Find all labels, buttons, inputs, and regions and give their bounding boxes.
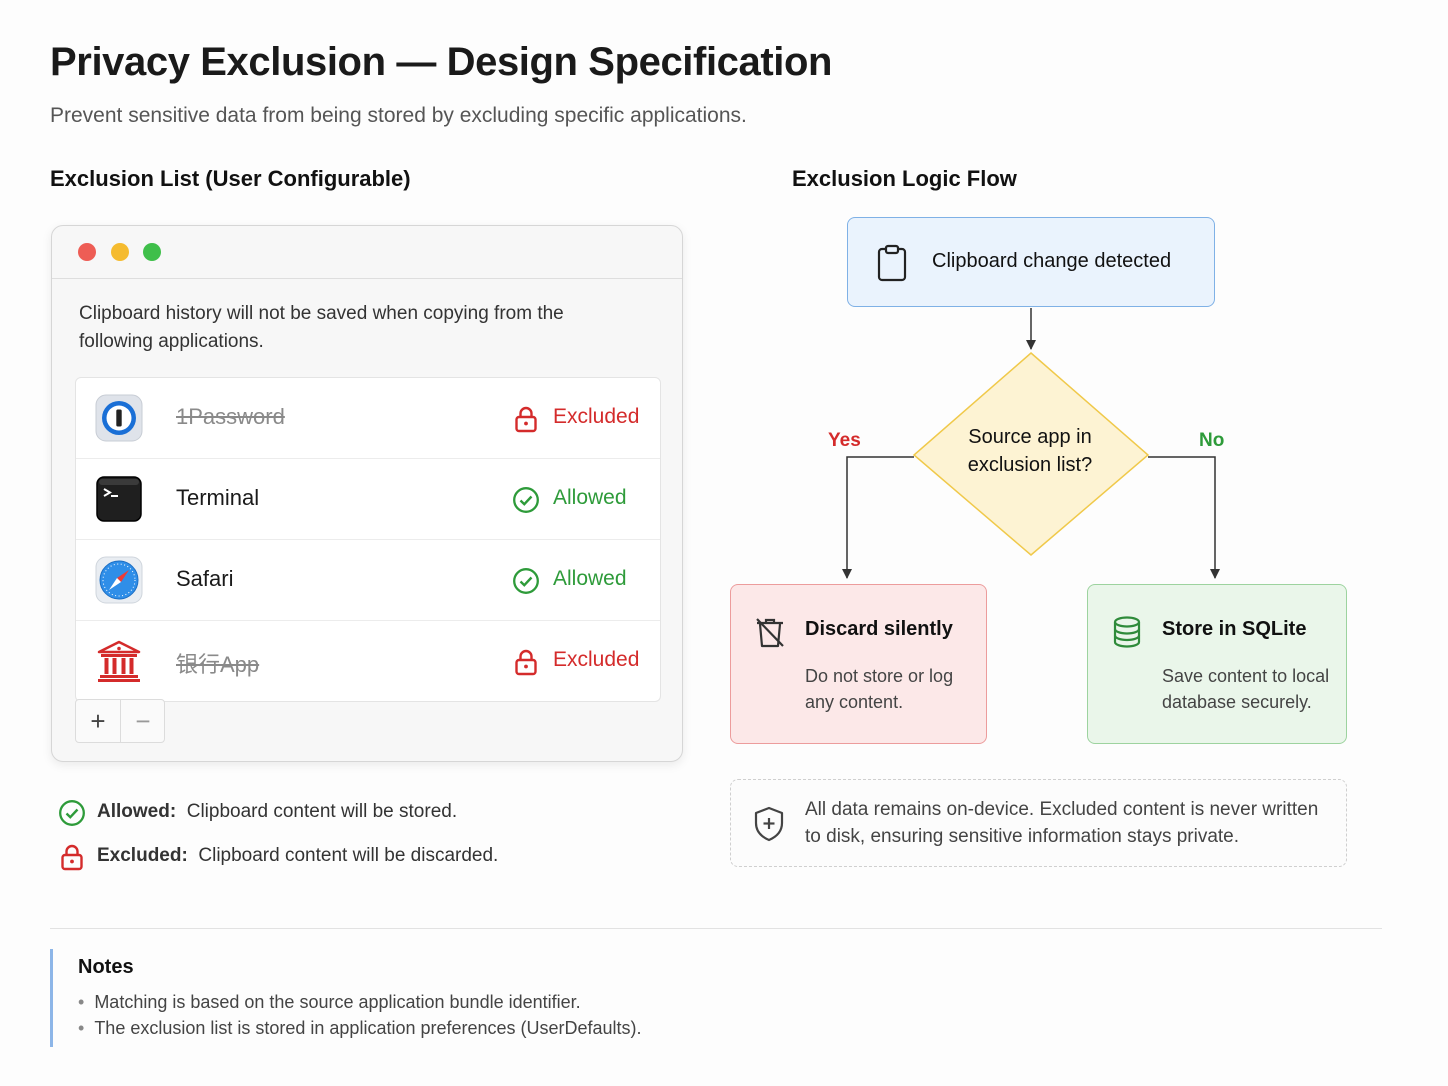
settings-window: Clipboard history will not be saved when…: [51, 225, 683, 762]
lock-icon: [515, 649, 537, 676]
check-circle-icon: [59, 800, 85, 826]
note-item: Matching is based on the source applicat…: [78, 992, 580, 1013]
discard-description: Do not store or log any content.: [805, 666, 954, 712]
app-row-terminal[interactable]: Terminal Allowed: [76, 459, 660, 540]
check-circle-icon: [513, 568, 539, 594]
page-subtitle: Prevent sensitive data from being stored…: [50, 104, 747, 127]
exclusion-list-heading: Exclusion List (User Configurable): [50, 166, 411, 191]
page-title: Privacy Exclusion — Design Specification: [50, 40, 833, 84]
node-store: Store in SQLite Save content to local da…: [1087, 584, 1347, 744]
app-row-safari[interactable]: Safari Allowed: [76, 540, 660, 621]
window-titlebar: [52, 226, 682, 279]
decision-diamond: [912, 352, 1150, 556]
store-description: Save content to local database securely.: [1162, 666, 1330, 712]
legend-allowed-label: Allowed:: [97, 801, 177, 822]
decision-label: Source app in exclusion list?: [967, 426, 1093, 476]
add-remove-controls: + −: [52, 699, 644, 743]
note-item: The exclusion list is stored in applicat…: [78, 1018, 641, 1039]
notes-title: Notes: [78, 956, 134, 978]
exclusion-description: Clipboard history will not be saved when…: [79, 303, 564, 352]
lock-icon: [61, 844, 83, 871]
app-name: Terminal: [176, 485, 260, 510]
legend-allowed-text: Clipboard content will be stored.: [186, 801, 458, 822]
node-discard: Discard silently Do not store or log any…: [730, 584, 987, 744]
arrow-no-to-store: [1148, 456, 1220, 579]
app-list: 1Password Excluded Terminal Allowed: [75, 377, 661, 702]
legend-excluded: Excluded: Clipboard content will be disc…: [58, 843, 658, 871]
add-app-button[interactable]: +: [76, 700, 121, 742]
terminal-icon: [96, 476, 142, 522]
1password-icon: [95, 394, 143, 442]
privacy-note-text: All data remains on-device. Excluded con…: [805, 799, 1319, 847]
yes-label: Yes: [828, 430, 861, 451]
arrow-yes-to-discard: [842, 456, 914, 579]
app-name: 1Password: [176, 404, 285, 429]
minimize-window-button[interactable]: [111, 243, 129, 261]
lock-icon: [515, 406, 537, 433]
legend-allowed: Allowed: Clipboard content will be store…: [58, 799, 658, 827]
clipboard-icon: [877, 244, 907, 282]
section-divider: [50, 928, 1382, 929]
store-title: Store in SQLite: [1162, 618, 1307, 640]
logic-flow-heading: Exclusion Logic Flow: [792, 166, 1017, 191]
shield-icon: [754, 806, 784, 842]
close-window-button[interactable]: [78, 243, 96, 261]
node-clipboard-change: Clipboard change detected: [847, 217, 1215, 307]
status-excluded: Excluded: [553, 405, 640, 428]
safari-icon: [95, 556, 143, 604]
start-node-label: Clipboard change detected: [932, 250, 1172, 272]
check-circle-icon: [513, 487, 539, 513]
remove-app-button[interactable]: −: [135, 706, 151, 736]
app-name: 银行App: [176, 652, 260, 677]
database-icon: [1113, 616, 1141, 648]
app-row-bank[interactable]: 银行App Excluded: [76, 621, 660, 701]
app-row-1password[interactable]: 1Password Excluded: [76, 378, 660, 459]
legend-excluded-text: Clipboard content will be discarded.: [198, 845, 499, 866]
status-allowed: Allowed: [553, 486, 627, 509]
discard-title: Discard silently: [805, 618, 953, 640]
app-name: Safari: [176, 566, 234, 591]
status-excluded: Excluded: [553, 648, 640, 671]
legend-excluded-label: Excluded:: [97, 845, 188, 866]
notes-section: Notes Matching is based on the source ap…: [50, 949, 953, 1047]
privacy-note: All data remains on-device. Excluded con…: [730, 779, 1347, 867]
trash-icon: [756, 618, 784, 648]
status-allowed: Allowed: [553, 567, 627, 590]
bank-icon: [97, 640, 141, 682]
no-label: No: [1199, 430, 1225, 451]
zoom-window-button[interactable]: [143, 243, 161, 261]
